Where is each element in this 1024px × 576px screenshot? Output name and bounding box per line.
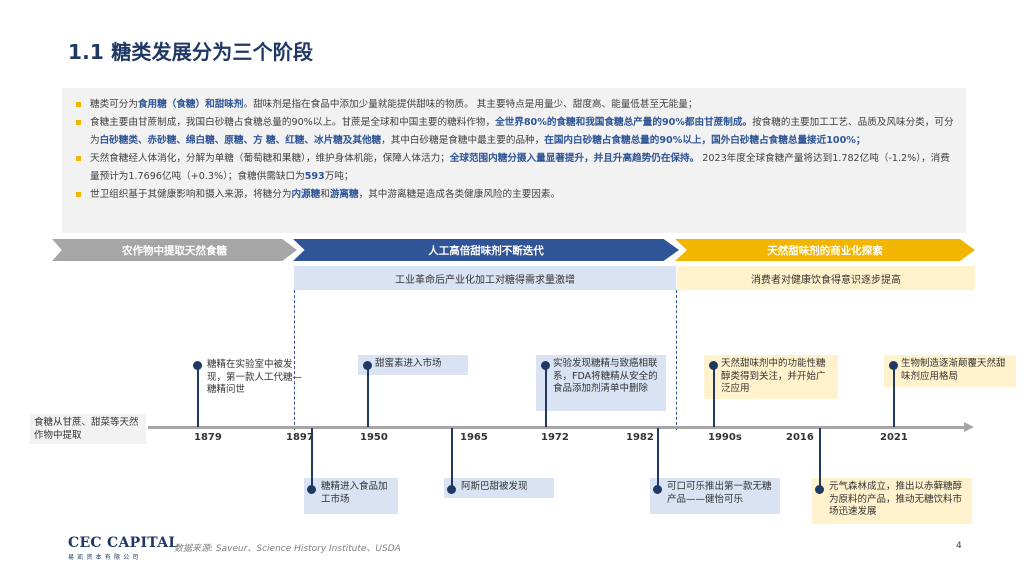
brand-logo: CEC CAPITAL 易凯资本有限公司 bbox=[68, 535, 179, 561]
highlight: 全球范围内糖分摄入量显著提升，并且升高趋势仍在保持。 bbox=[449, 153, 700, 164]
phase-arrow-1: 农作物中提取天然食糖 bbox=[52, 239, 297, 261]
event-marker bbox=[447, 485, 456, 494]
summary-point-1: 糖类可分为食用糖（食糖）和甜味剂。甜味剂是指在食品中添加少量就能提供甜味的物质。… bbox=[76, 96, 954, 114]
text: 世卫组织基于其健康影响和摄入来源，将糖分为 bbox=[90, 189, 292, 200]
text: 。甜味剂是指在食品中添加少量就能提供甜味的物质。 其主要特点是用量少、甜度高、能… bbox=[243, 99, 698, 110]
highlight: 全世界80%的食糖和我国食糖总产量的90%都由甘蔗制成。 bbox=[495, 117, 753, 128]
event-1897: 糖精进入食品加工市场 bbox=[304, 478, 398, 514]
year-label: 2021 bbox=[880, 432, 908, 443]
event-stem bbox=[893, 365, 895, 427]
text: 天然食糖经人体消化，分解为单糖（葡萄糖和果糖），维护身体机能，保障人体活力； bbox=[90, 153, 450, 164]
event-stem bbox=[713, 365, 715, 427]
phase-arrow-3: 天然甜味剂的商业化探索 bbox=[675, 239, 975, 261]
year-label: 1972 bbox=[541, 432, 569, 443]
phase-divider bbox=[294, 290, 295, 430]
event-marker bbox=[307, 485, 316, 494]
origin-label: 食糖从甘蔗、甜菜等天然作物中提取 bbox=[30, 414, 146, 444]
event-1950: 甜蜜素进入市场 bbox=[358, 355, 468, 375]
phase-3-subtitle: 消费者对健康饮食得意识逐步提高 bbox=[677, 266, 975, 290]
event-stem bbox=[451, 428, 453, 490]
text: 糖类可分为 bbox=[90, 99, 138, 110]
summary-point-2: 食糖主要由甘蔗制成，我国白砂糖占食糖总量的90%以上。甘蔗是全球和中国主要的糖料… bbox=[76, 114, 954, 150]
text: 食糖主要由甘蔗制成，我国白砂糖占食糖总量的90%以上。甘蔗是全球和中国主要的糖料… bbox=[90, 117, 496, 128]
page-number: 4 bbox=[956, 541, 962, 551]
year-label: 1897 bbox=[286, 432, 314, 443]
text: 和 bbox=[320, 189, 330, 200]
event-stem bbox=[657, 428, 659, 490]
text: ，其中白砂糖是食糖中最主要的品种， bbox=[381, 135, 545, 146]
event-marker bbox=[193, 361, 202, 370]
summary-point-4: 世卫组织基于其健康影响和摄入来源，将糖分为内源糖和游离糖，其中游离糖是造成各类健… bbox=[76, 186, 954, 204]
event-1990s: 天然甜味剂中的功能性糖醇类得到关注，并开始广泛应用 bbox=[704, 355, 838, 399]
event-2021: 生物制造逐渐颠覆天然甜味剂应用格局 bbox=[884, 355, 1016, 387]
year-label: 1950 bbox=[360, 432, 388, 443]
phase-arrow-2: 人工高倍甜味剂不断迭代 bbox=[293, 239, 679, 261]
brand-subtitle: 易凯资本有限公司 bbox=[68, 554, 142, 561]
highlight: 游离糖 bbox=[329, 189, 359, 200]
event-marker bbox=[815, 485, 824, 494]
event-marker bbox=[363, 361, 372, 370]
year-label: 2016 bbox=[786, 432, 814, 443]
year-label: 1982 bbox=[626, 432, 654, 443]
event-marker bbox=[889, 361, 898, 370]
text: ，其中游离糖是造成各类健康风险的主要因素。 bbox=[358, 189, 561, 200]
data-source: 数据来源: Saveur、Science History Institute、U… bbox=[174, 544, 401, 554]
summary-box: 糖类可分为食用糖（食糖）和甜味剂。甜味剂是指在食品中添加少量就能提供甜味的物质。… bbox=[62, 88, 966, 233]
event-1879: 糖精在实验室中被发现，第一款人工代糖—糖精问世 bbox=[207, 359, 303, 395]
text: 2023年度全球食糖产量将达到1.782亿吨（-1.2%），消费量预计为1.76… bbox=[90, 153, 950, 182]
event-stem bbox=[367, 365, 369, 427]
event-marker bbox=[541, 361, 550, 370]
year-label: 1965 bbox=[460, 432, 488, 443]
phase-2-subtitle: 工业革命后产业化加工对糖得需求量激增 bbox=[294, 266, 676, 290]
event-marker bbox=[709, 361, 718, 370]
year-label: 1990s bbox=[708, 432, 742, 443]
timeline-arrow-head bbox=[964, 422, 974, 432]
text: 按食糖的主要加工工艺、品质及风味分类，可分为 bbox=[90, 117, 954, 146]
brand-name: CEC CAPITAL bbox=[68, 535, 179, 551]
highlight: 食用糖（食糖）和甜味剂 bbox=[137, 99, 244, 110]
highlight: 在国内白砂糖占食糖总量的90%以上，国外白砂糖占食糖总量接近100%； bbox=[544, 135, 866, 146]
highlight: 593 bbox=[304, 171, 325, 182]
event-1965: 阿斯巴甜被发现 bbox=[444, 478, 554, 498]
event-stem bbox=[197, 365, 199, 427]
event-stem bbox=[819, 428, 821, 490]
phase-divider bbox=[676, 290, 677, 430]
event-marker bbox=[653, 485, 662, 494]
highlight: 白砂糖类、赤砂糖、绵白糖、原糖、方 糖、红糖、冰片糖及其他糖 bbox=[99, 135, 382, 146]
highlight: 内源糖 bbox=[291, 189, 321, 200]
year-label: 1879 bbox=[194, 432, 222, 443]
text: 万吨； bbox=[324, 171, 354, 182]
page-title: 1.1 糖类发展分为三个阶段 bbox=[68, 40, 314, 64]
summary-point-3: 天然食糖经人体消化，分解为单糖（葡萄糖和果糖），维护身体机能，保障人体活力；全球… bbox=[76, 150, 954, 186]
event-stem bbox=[545, 365, 547, 427]
event-stem bbox=[311, 428, 313, 490]
event-1972: 实验发现糖精与致癌相联系，FDA将糖精从安全的食品添加剂清单中删除 bbox=[536, 355, 666, 411]
event-2016: 元气森林成立，推出以赤藓糖醇为原料的产品，推动无糖饮料市场迅速发展 bbox=[812, 478, 972, 524]
event-1982: 可口可乐推出第一款无糖产品——健怡可乐 bbox=[650, 478, 780, 514]
timeline-axis bbox=[148, 426, 966, 429]
